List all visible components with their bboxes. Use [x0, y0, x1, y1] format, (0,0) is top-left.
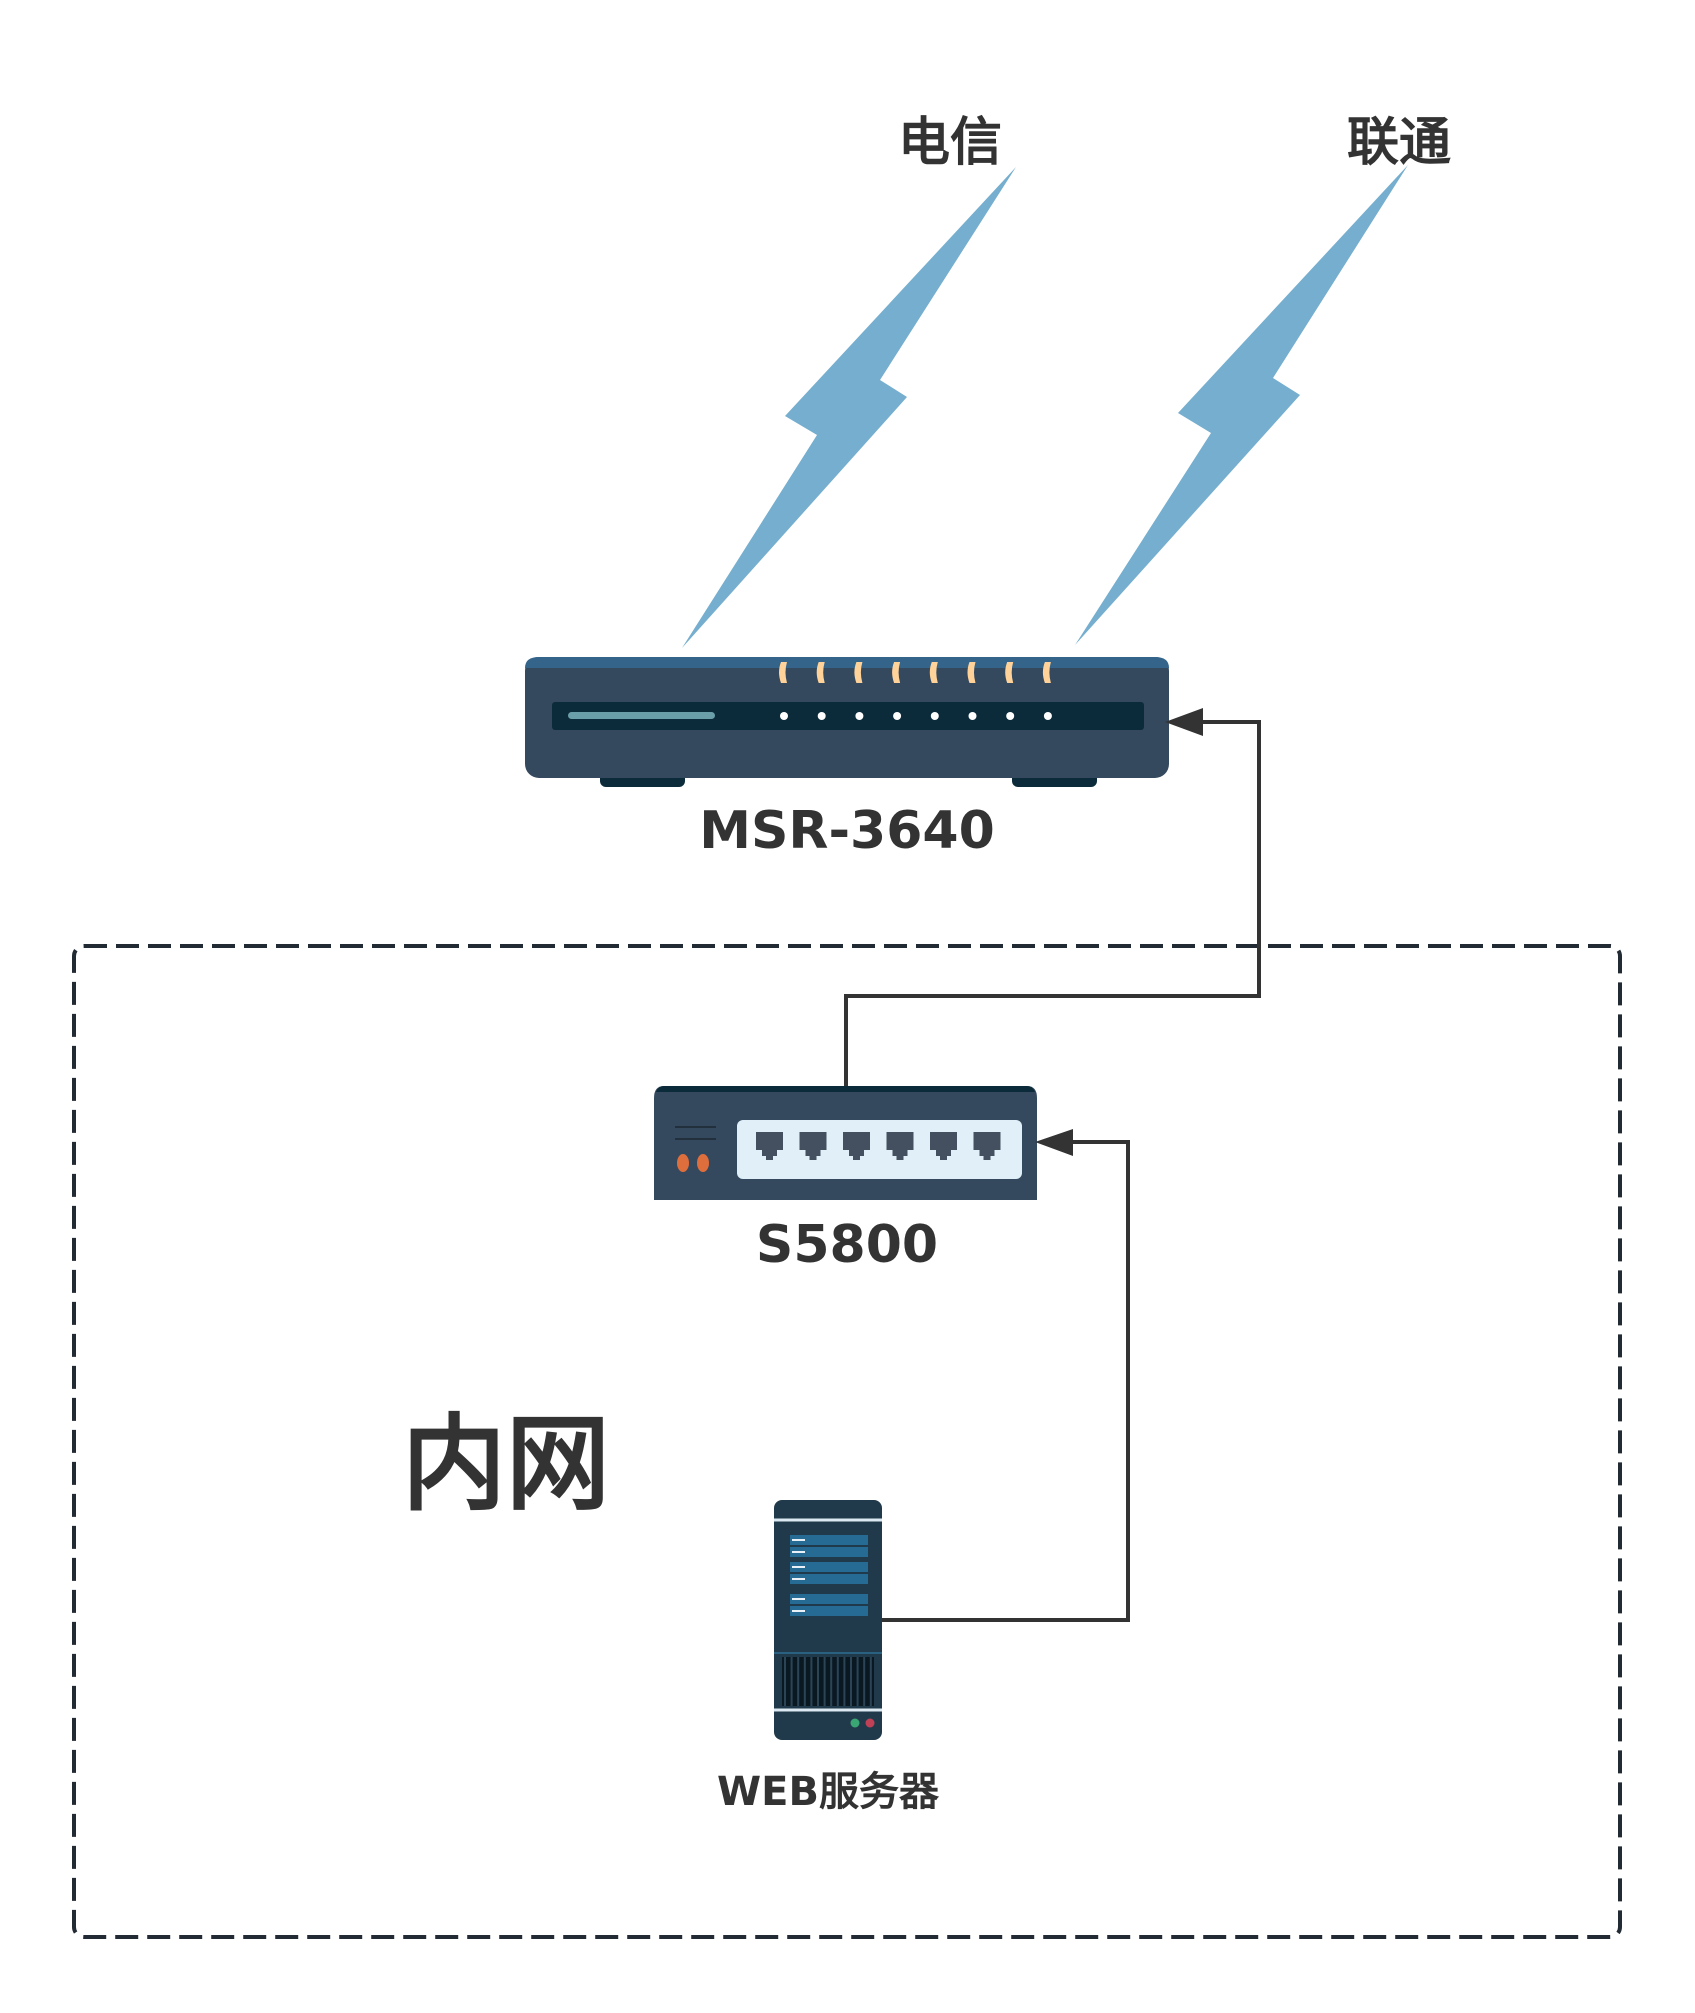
router-led-amber [816, 662, 825, 683]
router-label: MSR-3640 [699, 801, 995, 861]
server-vent-slat [869, 1657, 872, 1706]
server-vent-slat [790, 1657, 793, 1706]
server-drive-indicator [792, 1566, 805, 1568]
arrowhead-switch [1035, 1129, 1073, 1156]
server-vent-slat [823, 1657, 826, 1706]
router-status-bar [568, 712, 715, 719]
server-drive-indicator [792, 1610, 805, 1612]
server-vent-slat [836, 1657, 839, 1706]
router-led-white [817, 712, 826, 720]
server-drive-indicator [792, 1539, 805, 1541]
switch-top-edge [656, 1086, 1035, 1092]
router-led-white [780, 712, 788, 720]
switch-icon[interactable] [654, 1086, 1037, 1200]
router-front-panel [552, 702, 1144, 730]
server-vent-slat [830, 1657, 833, 1706]
server-vent-slat [850, 1657, 852, 1706]
server-vent-slats [784, 1657, 872, 1706]
server-drive-bay [790, 1562, 868, 1572]
router-led-group [779, 662, 1052, 720]
ethernet-port-icon [756, 1132, 783, 1160]
server-drive-group [790, 1535, 868, 1616]
ethernet-port-icon [886, 1132, 914, 1160]
switch-led-2 [697, 1154, 709, 1172]
server-label: WEB服务器 [717, 1769, 940, 1815]
router-top-strip [525, 657, 1169, 668]
router-led-white [893, 712, 902, 720]
server-vent-slat [856, 1657, 859, 1706]
isp-label-unicom: 联通 [1347, 113, 1451, 173]
server-vent-slat [803, 1657, 806, 1706]
router-led-white [930, 712, 939, 720]
server-vent [782, 1657, 874, 1706]
ethernet-port-icon [799, 1132, 827, 1160]
server-drive-indicator [792, 1598, 805, 1600]
server-drive-indicator [792, 1578, 805, 1580]
router-led-amber [1005, 662, 1014, 683]
server-led-red [865, 1718, 875, 1728]
connection-switch-to-router[interactable] [844, 720, 1261, 1086]
ethernet-port-icon [843, 1132, 870, 1160]
router-led-amber [967, 662, 976, 683]
router-led-white [968, 712, 977, 720]
ethernet-port-icon [973, 1132, 1001, 1160]
server-drive-bay [790, 1535, 868, 1545]
router-led-white [855, 712, 864, 720]
router-led-amber [929, 662, 938, 683]
server-led-green [850, 1718, 860, 1728]
router-led-white [1043, 712, 1052, 720]
switch-port-group [756, 1132, 1001, 1160]
server-vent-slat [843, 1657, 846, 1706]
switch-led-1 [677, 1154, 689, 1172]
server-vent-slat [810, 1657, 813, 1706]
router-led-amber [1042, 662, 1051, 683]
server-vent-slat [863, 1657, 866, 1706]
router-led-white [1006, 712, 1015, 720]
ethernet-port-icon [930, 1132, 957, 1160]
connection-server-to-switch[interactable] [882, 1140, 1130, 1622]
router-led-amber [892, 662, 901, 683]
server-drive-bay [790, 1594, 868, 1604]
server-vent-slat [797, 1657, 800, 1706]
server-drive-bay [790, 1547, 868, 1557]
arrowhead-router [1165, 708, 1203, 736]
lightning-icon-unicom [1075, 165, 1408, 645]
router-led-amber [779, 662, 787, 683]
server-drive-indicator [792, 1551, 805, 1553]
lightning-icon-telecom [682, 167, 1016, 648]
server-drive-bay [790, 1574, 868, 1584]
server-vent-slat [784, 1657, 786, 1706]
intranet-zone-label: 内网 [402, 1403, 610, 1525]
isp-label-telecom: 电信 [898, 113, 1002, 173]
server-drive-bay [790, 1606, 868, 1616]
router-icon[interactable] [525, 657, 1169, 787]
server-vent-slat [817, 1657, 819, 1706]
switch-label: S5800 [756, 1215, 938, 1275]
server-icon[interactable] [774, 1500, 882, 1740]
intranet-zone-border [72, 944, 1622, 1939]
router-led-amber [854, 662, 863, 683]
